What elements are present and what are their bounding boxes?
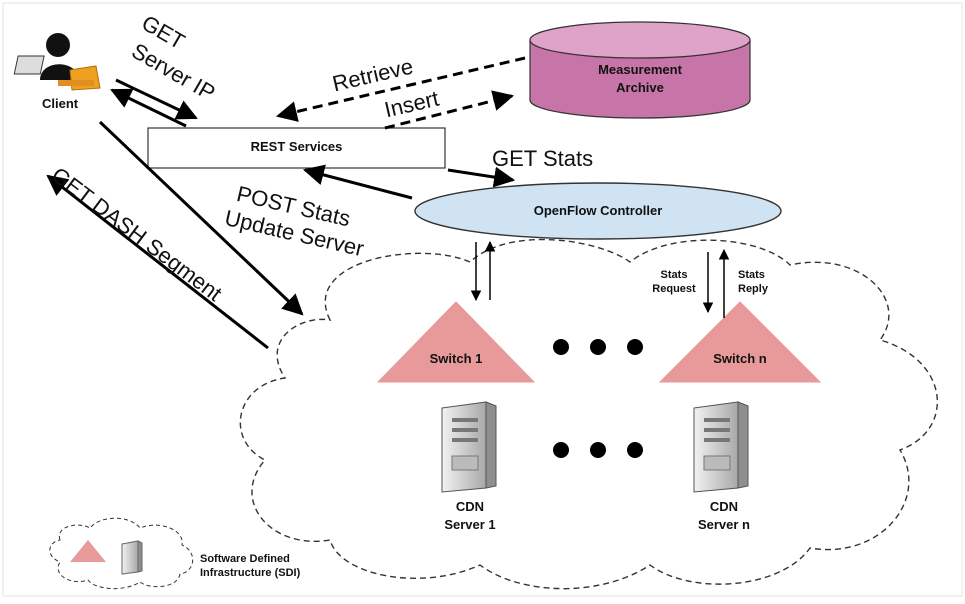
cdn-server-n-icon bbox=[693, 401, 749, 493]
stats-reply-label-line1: Stats bbox=[738, 269, 765, 281]
cdn-server-n-label-line1: CDN bbox=[709, 499, 739, 514]
switch-ellipsis-dot bbox=[627, 339, 643, 355]
archive-label-line1: Measurement bbox=[598, 62, 682, 77]
rest-services-box bbox=[147, 127, 446, 169]
stats-request-label-line1: Stats bbox=[660, 269, 688, 281]
server-ip-reply-arrow bbox=[110, 88, 187, 128]
client-user-icon bbox=[13, 33, 101, 91]
legend-label-line2: Infrastructure (SDI) bbox=[200, 567, 301, 579]
post-stats-arrow bbox=[302, 164, 413, 200]
server-ellipsis-dot bbox=[553, 442, 569, 458]
get-server-ip-arrow bbox=[115, 78, 198, 120]
stats-request-label-line2: Request bbox=[652, 283, 696, 295]
get-dash-segment-request-arrow bbox=[98, 120, 304, 316]
cdn-server-1-icon bbox=[441, 401, 497, 493]
switch-1-label: Switch 1 bbox=[429, 351, 483, 366]
measurement-archive-cylinder bbox=[529, 21, 751, 119]
cdn-server-1-label-line2: Server 1 bbox=[444, 517, 496, 532]
openflow-controller-ellipse bbox=[414, 182, 782, 240]
legend-label-line1: Software Defined bbox=[200, 553, 290, 565]
legend-switch-triangle bbox=[70, 540, 106, 562]
legend-server-icon bbox=[121, 540, 143, 575]
switch-1-triangle bbox=[376, 301, 536, 383]
cdn-server-1-label-line1: CDN bbox=[455, 499, 485, 514]
switch-ellipsis-dot bbox=[590, 339, 606, 355]
legend-cloud bbox=[49, 517, 194, 589]
server-ellipsis-dot bbox=[627, 442, 643, 458]
get-stats-label: GET Stats bbox=[492, 146, 594, 171]
switch-n-label: Switch n bbox=[713, 351, 767, 366]
rest-services-label: REST Services bbox=[250, 139, 343, 154]
cdn-server-n-label-line2: Server n bbox=[697, 517, 751, 532]
insert-arrow bbox=[384, 90, 515, 130]
archive-label-line2: Archive bbox=[616, 80, 664, 95]
stats-reply-label-line2: Reply bbox=[738, 283, 768, 295]
dash-segment-response-arrow bbox=[46, 174, 269, 350]
get-stats-arrow bbox=[447, 166, 516, 188]
switch-ellipsis-dot bbox=[553, 339, 569, 355]
client-label: Client bbox=[42, 96, 79, 111]
switch-n-triangle bbox=[658, 301, 822, 383]
server-ellipsis-dot bbox=[590, 442, 606, 458]
sdi-cloud bbox=[239, 238, 938, 590]
retrieve-arrow bbox=[275, 56, 526, 122]
openflow-controller-label: OpenFlow Controller bbox=[533, 203, 663, 218]
